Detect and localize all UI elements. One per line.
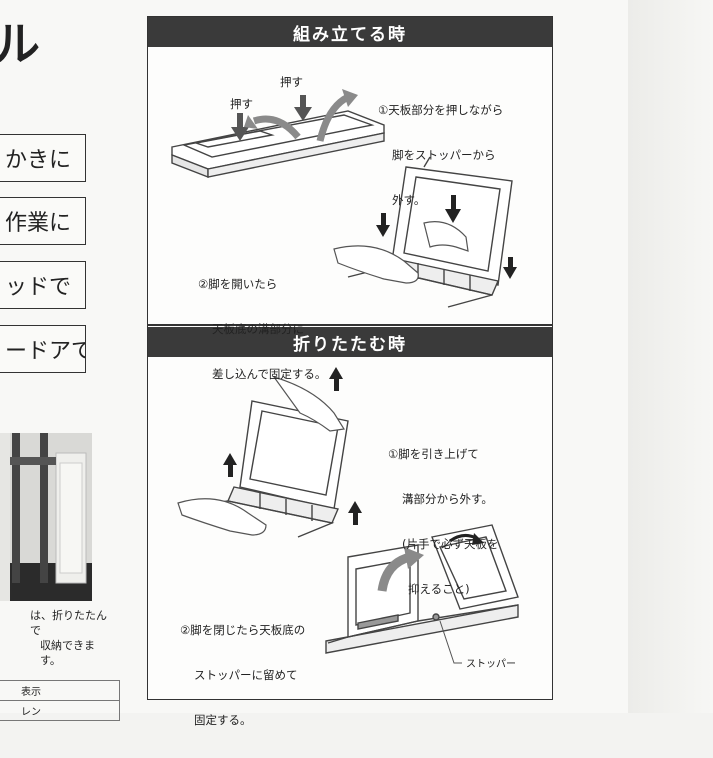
assemble-step2: ②脚を開いたら 天板底の溝部分に 差し込んで固定する。 <box>198 247 326 412</box>
spec-table-row: レン <box>0 700 120 721</box>
assemble-step1: ①天板部分を押しながら 脚をストッパーから 外す。 <box>378 73 503 238</box>
assemble-step2-line1: ②脚を開いたら <box>198 277 278 291</box>
spec-table-header: 表示 <box>0 680 120 701</box>
use-case-box-4: ードアで <box>0 325 86 373</box>
down-arrow-dark-2 <box>445 195 461 223</box>
down-arrow-dark-1 <box>376 213 390 237</box>
stopper-pointer-line <box>439 620 462 664</box>
assemble-step1-line3: 外す。 <box>392 193 426 207</box>
fold-step2-line1: ②脚を閉じたら天板底の <box>180 623 306 637</box>
push-arrow-right <box>294 95 312 121</box>
push-label-2: 押す <box>230 97 253 111</box>
down-arrow-dark-3 <box>503 257 517 279</box>
page-title-fragment: ル <box>0 17 42 71</box>
fold-step1-line4: 抑えること) <box>408 582 470 596</box>
up-arrow-dark-1 <box>329 367 343 391</box>
use-case-box-3: ッドで <box>0 261 86 309</box>
fold-step1: ①脚を引き上げて 溝部分から外す。 (片手で必ず天板を 抑えること) <box>388 417 499 627</box>
folded-table-illustration <box>171 110 385 179</box>
caption-line-1: は、折りたたんで <box>30 609 107 637</box>
up-arrow-dark-3 <box>348 501 362 525</box>
caption-line-2: 収納できます。 <box>40 639 95 667</box>
section-divider <box>148 324 552 326</box>
assemble-step2-line3: 差し込んで固定する。 <box>212 367 327 381</box>
spec-table: 表示 レン <box>0 680 120 721</box>
product-photo <box>0 433 92 601</box>
fold-header: 折りたたむ時 <box>148 327 552 357</box>
assemble-step1-line1: ①天板部分を押しながら <box>378 103 504 117</box>
fold-step2: ②脚を閉じたら天板底の ストッパーに留めて 固定する。 <box>180 593 305 758</box>
use-case-box-2: 作業に <box>0 197 86 245</box>
closing-leg-illustration <box>325 524 519 654</box>
use-case-box-1: かきに <box>0 134 86 182</box>
instruction-panel: 組み立てる時 折りたたむ時 <box>147 16 553 727</box>
lifting-leg-illustration <box>187 400 349 538</box>
up-arrow-dark-2 <box>223 453 237 477</box>
assemble-header: 組み立てる時 <box>148 17 552 47</box>
lift-arrow-gray-1 <box>252 115 301 140</box>
fold-step2-line2: ストッパーに留めて <box>194 668 298 682</box>
background-wall <box>628 0 713 713</box>
push-label-1: 押す <box>280 75 303 89</box>
fold-step1-line2: 溝部分から外す。 <box>402 492 493 506</box>
stopper-label: ストッパー <box>466 659 516 670</box>
hand-illustration-2 <box>177 375 345 536</box>
fold-step2-line3: 固定する。 <box>194 713 252 727</box>
fold-step1-line1: ①脚を引き上げて <box>388 447 479 461</box>
fold-step1-line3: (片手で必ず天板を <box>402 537 499 551</box>
instruction-illustrations <box>171 89 519 664</box>
assemble-step1-line2: 脚をストッパーから <box>392 148 496 162</box>
photo-caption: は、折りたたんで 収納できます。 <box>2 608 112 668</box>
lift-arrow-gray-2 <box>316 93 350 142</box>
push-arrow-left <box>231 113 249 141</box>
hand-illustration-1 <box>333 221 469 284</box>
assemble-step2-line2: 天板底の溝部分に <box>212 322 304 336</box>
